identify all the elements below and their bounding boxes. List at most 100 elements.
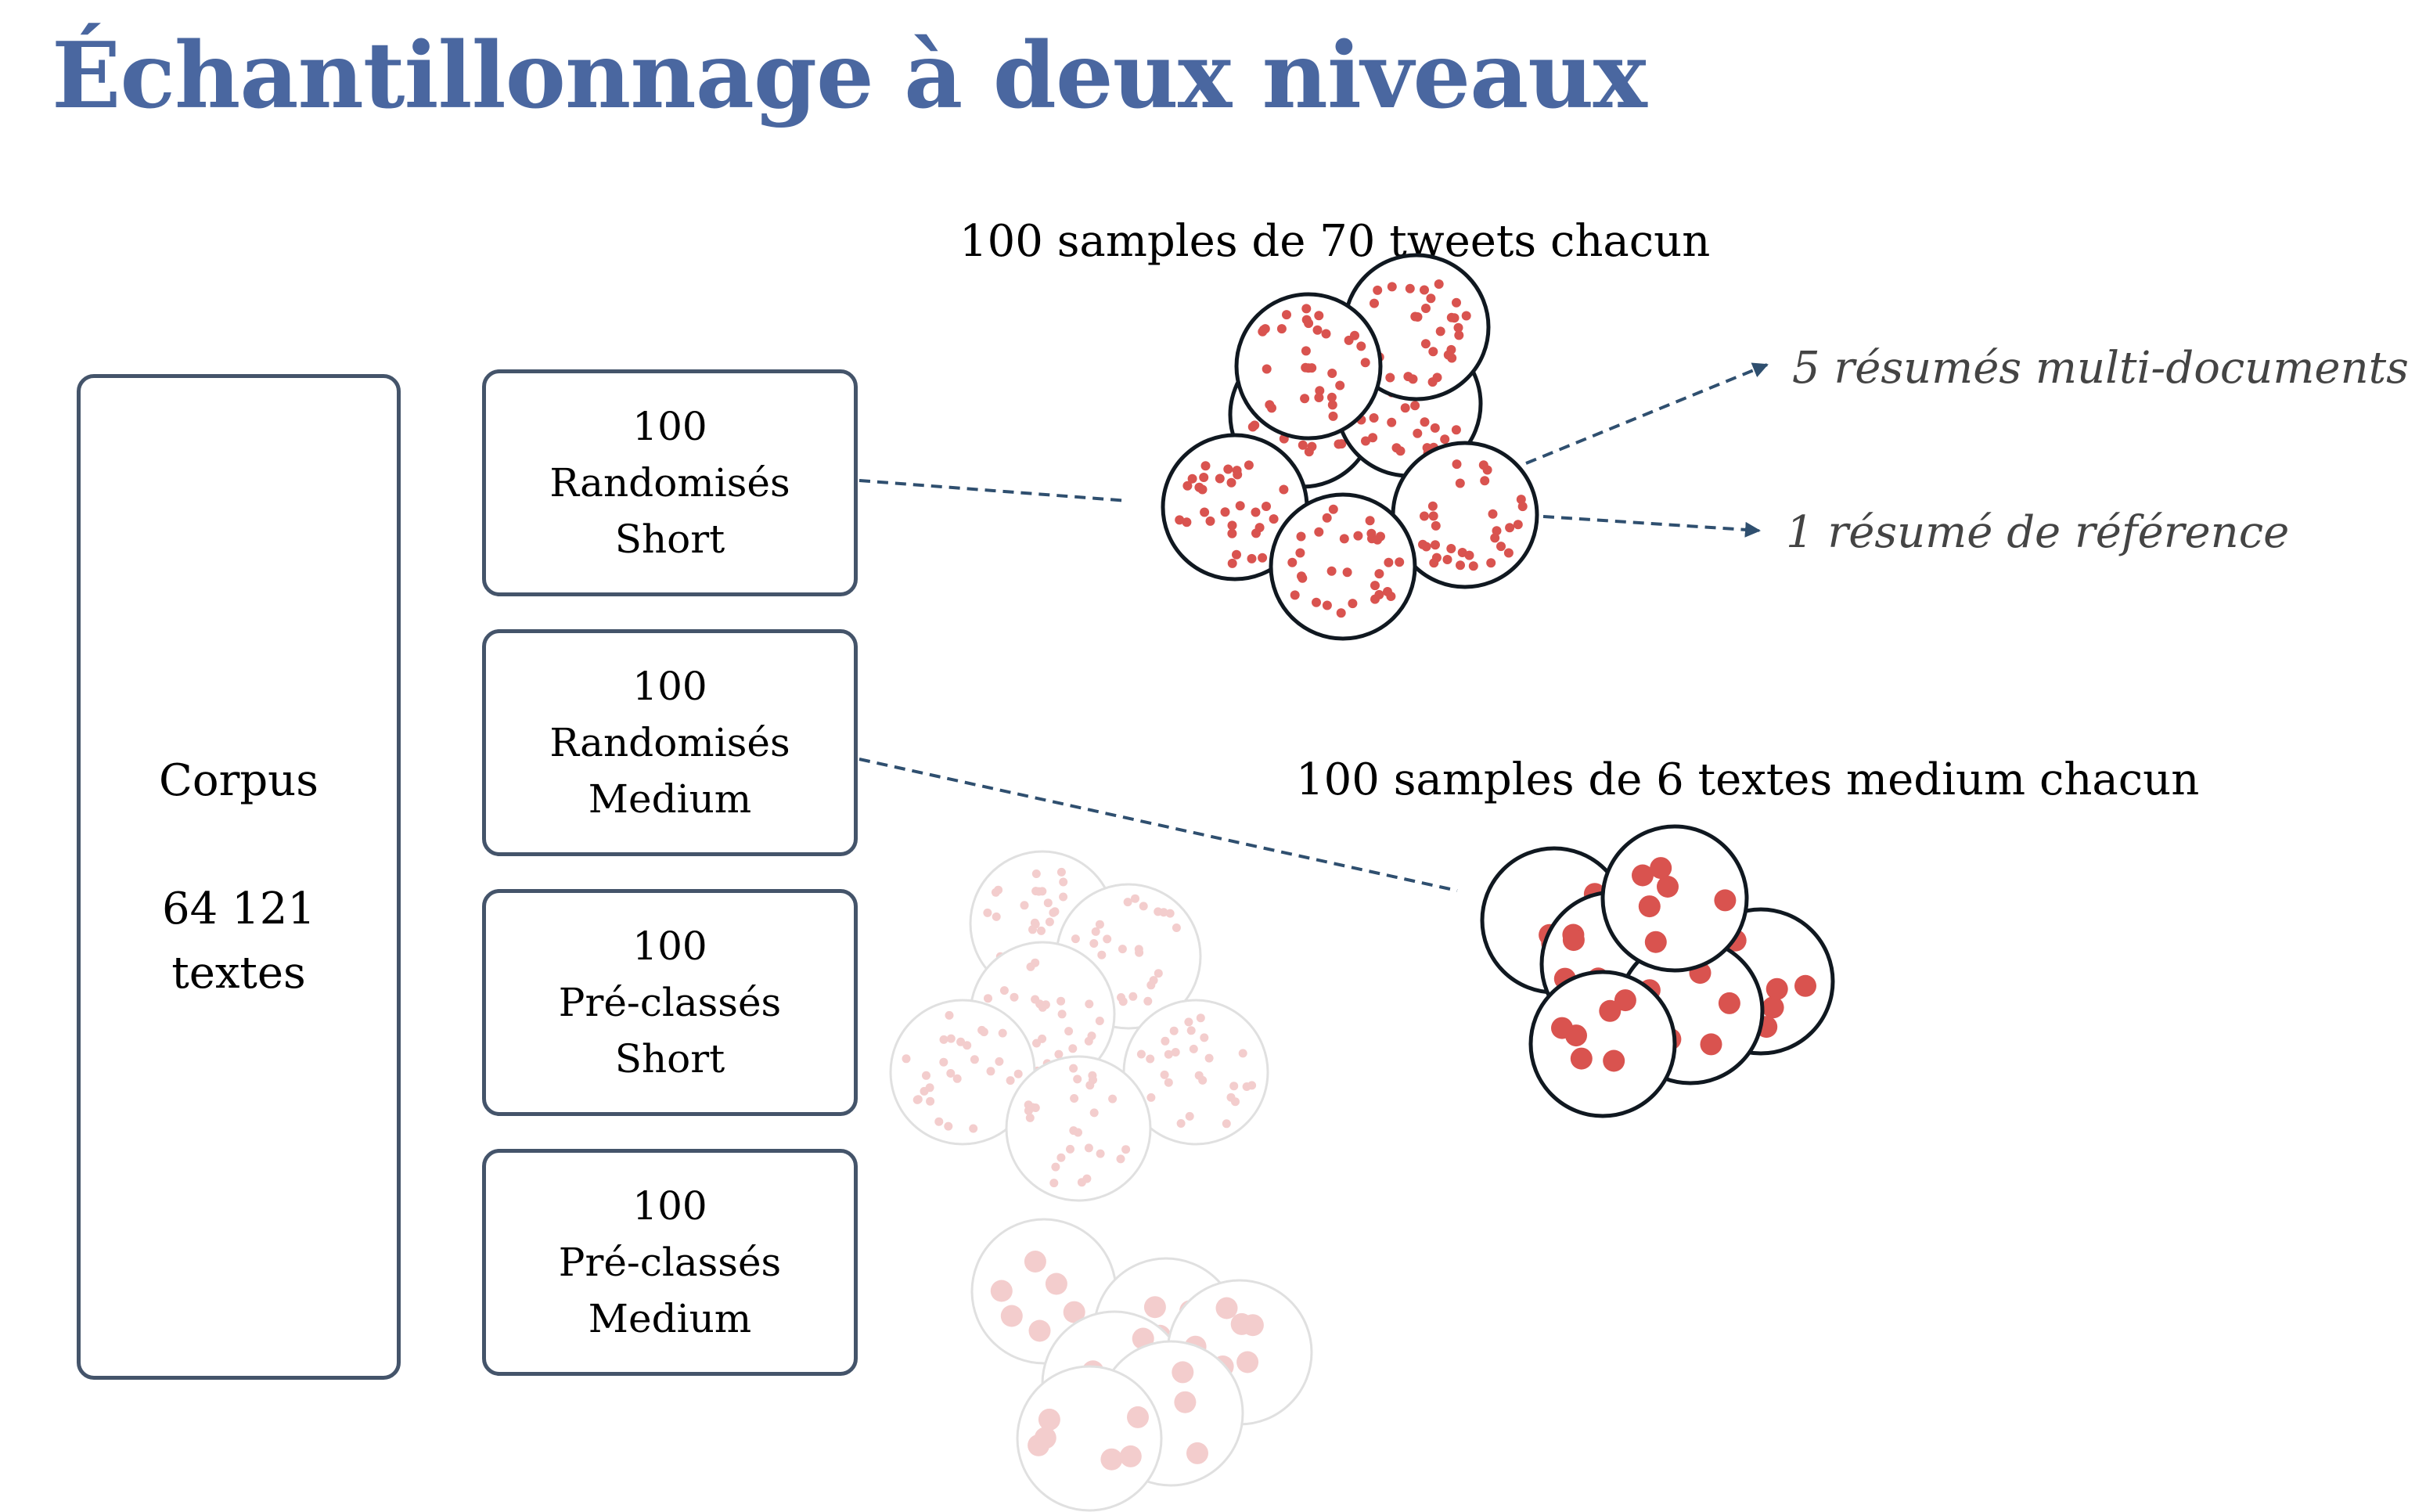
sample-dot — [1260, 324, 1270, 334]
sample-dot — [1422, 443, 1432, 453]
sample-dot — [925, 1083, 934, 1093]
sample-dot — [1468, 561, 1478, 571]
sample-dot — [1490, 533, 1500, 543]
sample-dot — [1251, 528, 1261, 538]
sample-dot — [1172, 923, 1181, 932]
sample-dot — [1013, 1069, 1023, 1078]
sample-dot — [1123, 898, 1132, 907]
sample-dot — [1227, 520, 1237, 531]
sample-dot — [1077, 1178, 1086, 1187]
sample-dot — [1118, 945, 1127, 954]
sample-dot — [946, 1034, 956, 1043]
sample-dot — [1384, 557, 1394, 567]
sample-dot — [1241, 1314, 1264, 1337]
sample-dot — [1161, 1036, 1170, 1046]
sample-dot — [1164, 1078, 1173, 1087]
sample-box-method: Pré-classés — [558, 1240, 782, 1285]
sample-dot — [1136, 1049, 1146, 1059]
sample-dot — [1096, 1149, 1105, 1158]
sample-dot — [1103, 934, 1112, 944]
sample-dot — [1296, 531, 1306, 542]
sample-dot — [1488, 509, 1498, 519]
sample-dot — [1118, 997, 1128, 1006]
sample-dot — [1269, 514, 1279, 524]
corpus-unit: textes — [171, 947, 306, 999]
sample-dot — [1304, 447, 1314, 457]
sample-dot — [1127, 1406, 1149, 1428]
sample-dot — [1222, 1119, 1231, 1129]
sample-dot — [1456, 560, 1465, 571]
sample-dot — [1373, 535, 1383, 545]
sample-dot — [1373, 285, 1383, 295]
arrow-reference — [1542, 515, 1761, 538]
sample-dot — [1344, 335, 1354, 345]
sample-circle — [1269, 492, 1417, 641]
sample-dot — [1054, 1049, 1064, 1059]
sample-dot — [1431, 540, 1440, 550]
sample-dot — [1085, 999, 1094, 1009]
sample-dot — [1700, 1033, 1722, 1056]
sample-dot — [1135, 948, 1144, 957]
sample-dot — [1348, 599, 1358, 609]
sample-box-randomises-medium: 100 Randomisés Medium — [482, 629, 858, 856]
sample-dot — [1298, 573, 1308, 583]
sample-box-randomises-short: 100 Randomisés Short — [482, 369, 858, 596]
sample-dot — [1149, 976, 1158, 985]
sample-dot — [1050, 907, 1060, 916]
sample-dot — [1229, 1082, 1239, 1091]
sample-dot — [1614, 989, 1636, 1012]
sample-box-count: 100 — [632, 404, 707, 449]
sample-dot — [1139, 902, 1148, 911]
sample-dot — [956, 1037, 966, 1046]
sample-dot — [1449, 313, 1460, 323]
sample-dot — [1024, 1251, 1046, 1273]
sample-dot — [1084, 1143, 1093, 1153]
sample-dot — [1059, 892, 1068, 902]
sample-dot — [1172, 1361, 1194, 1384]
sample-dot — [1410, 311, 1420, 322]
sample-dot — [1420, 285, 1429, 295]
sample-dot — [1298, 440, 1308, 450]
sample-dot — [1328, 504, 1338, 514]
sample-dot — [1452, 297, 1461, 308]
sample-dot — [1276, 324, 1287, 334]
sample-dot — [1071, 934, 1080, 944]
sample-dot — [1314, 311, 1324, 321]
sample-dot — [1159, 908, 1168, 917]
sample-dot — [1421, 542, 1431, 552]
sample-dot — [1091, 927, 1100, 936]
sample-dot — [1085, 1081, 1095, 1090]
sample-dot — [1360, 358, 1370, 368]
sample-dot — [1452, 459, 1462, 470]
sample-box-preclasses-medium: 100 Pré-classés Medium — [482, 1149, 858, 1376]
sample-dot — [1247, 422, 1258, 432]
sample-dot — [1599, 999, 1622, 1022]
sample-dot — [1223, 464, 1233, 474]
sample-dot — [1232, 549, 1241, 560]
sample-dot — [1322, 600, 1332, 610]
sample-dot — [1199, 473, 1209, 482]
sample-dot — [1227, 528, 1237, 538]
sample-dot — [1089, 1108, 1099, 1118]
sample-dot — [990, 1280, 1013, 1302]
sample-dot — [1312, 325, 1323, 335]
sample-dot — [1335, 380, 1345, 391]
arrow-multi-doc — [1525, 362, 1769, 465]
sample-dot — [1143, 1296, 1166, 1319]
sample-dot — [1171, 1048, 1180, 1057]
sample-dot — [1108, 1094, 1118, 1103]
sample-dot — [1420, 511, 1429, 521]
sample-dot — [1442, 555, 1452, 564]
sample-dot — [1337, 439, 1347, 449]
sample-dot — [1505, 523, 1515, 533]
sample-dot — [969, 1124, 978, 1133]
sample-dot — [1128, 992, 1138, 1001]
sample-box-length: Short — [614, 1036, 725, 1082]
sample-dot — [1714, 889, 1737, 912]
sample-dot — [1451, 425, 1461, 435]
sample-dot — [1238, 1049, 1247, 1058]
sample-dot — [1432, 373, 1442, 383]
corpus-box: Corpus 64 121 textes — [77, 374, 401, 1380]
sample-dot — [1454, 330, 1464, 340]
